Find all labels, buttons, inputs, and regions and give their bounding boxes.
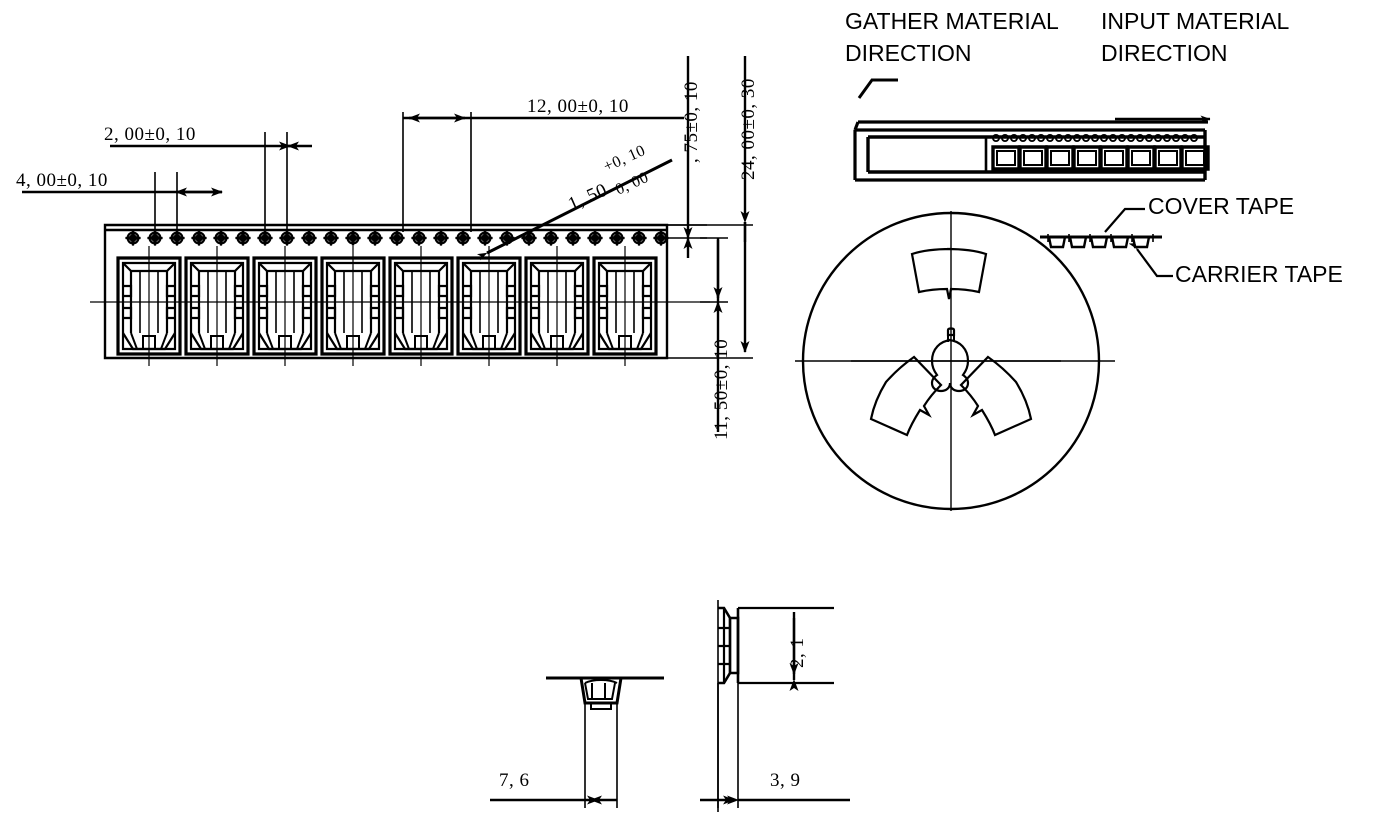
pocket-front-section: [490, 676, 664, 808]
dimension-label-2-1: 2, 1: [787, 637, 808, 669]
dimension-4-00: [22, 172, 223, 232]
reel-hub: [930, 327, 970, 393]
dimension-label-1-75: , 75±0, 10: [681, 81, 702, 163]
carrier-tape-leader: [1128, 239, 1173, 278]
pocket-vertical-centerlines: [148, 246, 626, 366]
dimension-12-00: [402, 112, 684, 232]
cover-tape-label: COVER TAPE: [1148, 193, 1295, 219]
dimension-label-7-6: 7, 6: [499, 770, 530, 791]
tape-section-pocket-row: [991, 145, 1210, 171]
dimension-label-2-00: 2, 00±0, 10: [104, 124, 196, 145]
reel-spoke-cutouts: [869, 247, 1033, 437]
dimension-label-12-00: 12, 00±0, 10: [527, 96, 629, 117]
gather-material-direction-line2: DIRECTION: [845, 40, 972, 66]
reel-detail-pockets: [1047, 234, 1154, 249]
pocket-row: [116, 256, 658, 356]
dimension-1-50-leader: [476, 158, 673, 261]
dimension-24-00: [667, 56, 753, 359]
reel-circle: [795, 211, 1115, 511]
pocket-side-section: [700, 600, 850, 812]
cover-tape-leader: [1104, 207, 1145, 233]
dimension-label-11-50: 11, 50±0, 10: [711, 338, 732, 440]
dimension-2-00: [110, 132, 312, 232]
tape-section-sprocket-dots: [992, 133, 1199, 142]
dimension-label-3-9: 3, 9: [770, 770, 801, 791]
gather-material-direction-line1: GATHER MATERIAL: [845, 8, 1059, 34]
dimension-label-24-00: 24, 00±0, 30: [738, 78, 759, 180]
input-material-direction-line2: DIRECTION: [1101, 40, 1228, 66]
dimension-label-4-00: 4, 00±0, 10: [16, 170, 108, 191]
tape-feed-section: [853, 78, 1211, 182]
carrier-tape-label: CARRIER TAPE: [1175, 261, 1343, 287]
sprocket-hole-row: [124, 229, 670, 247]
reel-tape-detail: [1040, 207, 1173, 278]
input-material-direction-line1: INPUT MATERIAL: [1101, 8, 1290, 34]
dimension-11-50: [700, 237, 728, 432]
